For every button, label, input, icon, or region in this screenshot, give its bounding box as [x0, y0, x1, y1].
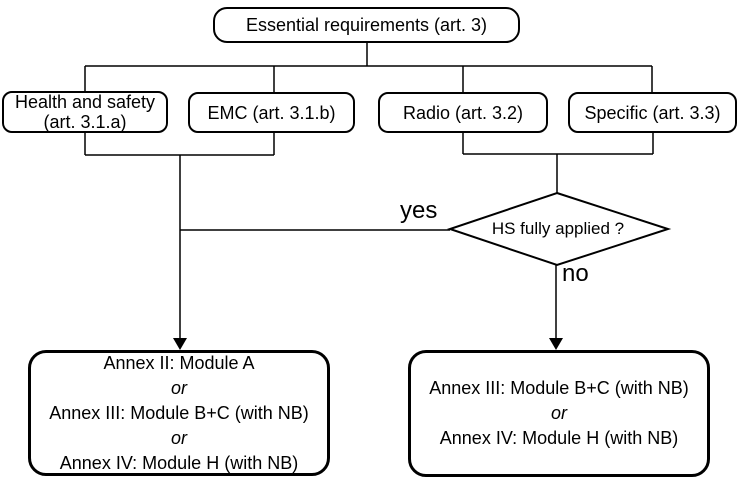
node-emc-label: EMC (art. 3.1.b)	[207, 102, 336, 123]
arrowhead-right	[549, 338, 563, 350]
arrowhead-left	[173, 338, 187, 350]
annex-right-or: or	[550, 403, 567, 423]
node-specific-label: Specific (art. 3.3)	[584, 102, 721, 123]
node-essential-requirements-label: Essential requirements (art. 3)	[245, 15, 488, 35]
node-specific: Specific (art. 3.3)	[568, 92, 737, 133]
node-health-and-safety: Health and safety (art. 3.1.a)	[2, 91, 168, 133]
edge-label-yes: yes	[400, 197, 438, 224]
annex-left-line: Annex IV: Module H (with NB)	[59, 452, 299, 473]
decision-hs-fully-applied: HS fully applied ?	[491, 219, 625, 238]
annex-right-line: Annex IV: Module H (with NB)	[439, 428, 679, 448]
node-annex-modules-left: Annex II: Module A or Annex III: Module …	[28, 350, 330, 476]
node-radio: Radio (art. 3.2)	[378, 92, 548, 133]
node-health-and-safety-label: Health and safety (art. 3.1.a)	[14, 92, 156, 132]
node-essential-requirements: Essential requirements (art. 3)	[213, 7, 520, 43]
node-emc: EMC (art. 3.1.b)	[188, 92, 355, 133]
edge-label-no: no	[562, 260, 589, 287]
annex-left-line: Annex III: Module B+C (with NB)	[49, 402, 309, 423]
decision-diamond-shape	[446, 191, 672, 267]
annex-left-or: or	[170, 427, 187, 448]
node-radio-label: Radio (art. 3.2)	[402, 102, 524, 123]
annex-left-line: Annex II: Module A	[103, 352, 255, 373]
node-annex-modules-right: Annex III: Module B+C (with NB) or Annex…	[408, 350, 710, 477]
annex-left-or: or	[170, 377, 187, 398]
annex-right-line: Annex III: Module B+C (with NB)	[429, 378, 689, 398]
